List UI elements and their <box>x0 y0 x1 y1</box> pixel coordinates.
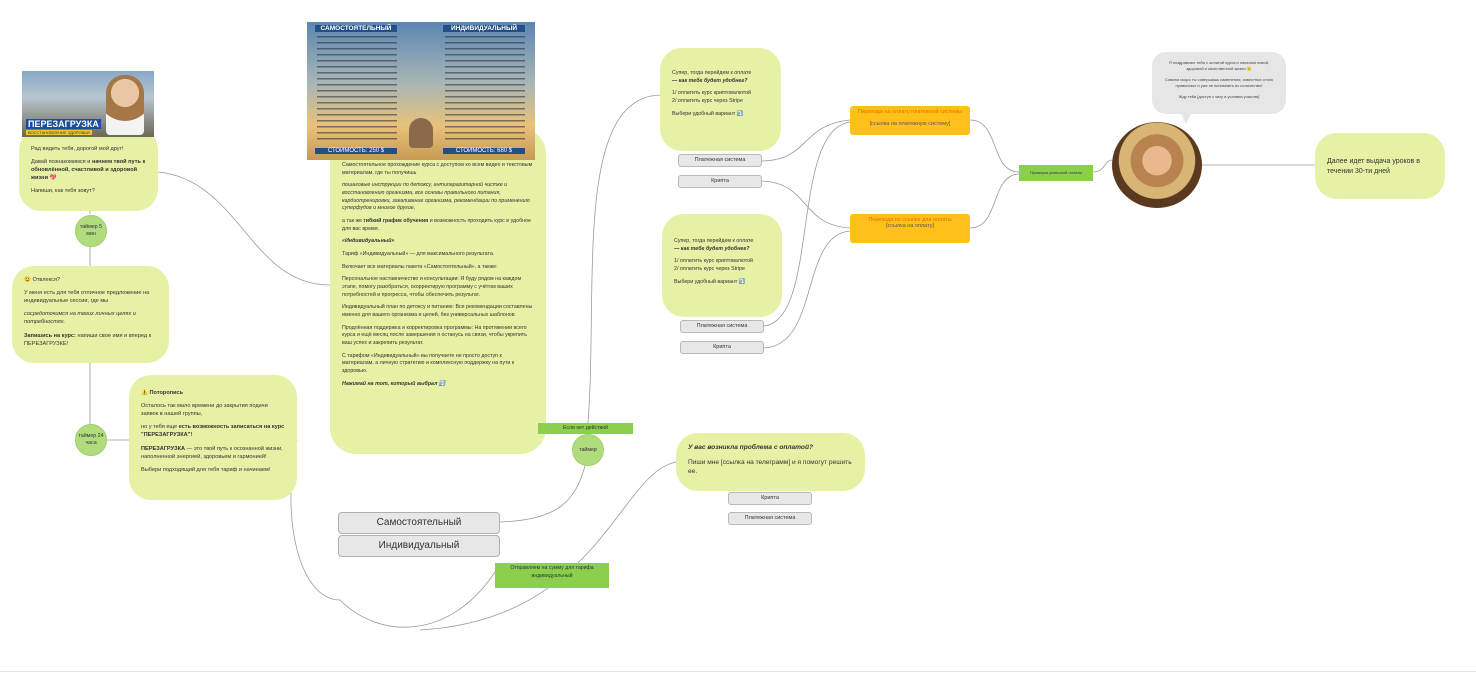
welcome-card: Рад видеть тебя, дорогой мой друг! Давай… <box>19 128 158 211</box>
congrats-p2: Совсем скоро ты совершишь изменения, изв… <box>1164 76 1274 89</box>
payment2-option1: 1/ оплатить курс криптовалютой <box>674 258 754 265</box>
hurry-title: ⚠️ Поторопись <box>141 390 184 396</box>
edge-pay2system-orange1 <box>763 121 851 327</box>
edge-check-avatar <box>1092 159 1113 173</box>
payment1-option1: 1/ оплатить курс криптовалютой <box>672 90 752 97</box>
tariffs-self-desc: Самостоятельное прохождение курса с дост… <box>342 162 533 176</box>
edge-orange1-check <box>969 119 1020 173</box>
hurry-p3: ПЕРЕЗАГРУЗКА — это твой путь к осознанно… <box>141 445 283 460</box>
payment1-system-button[interactable]: Платежная система <box>678 154 762 167</box>
problem-system-button[interactable]: Платежная система <box>728 512 812 525</box>
tariff-self-features <box>317 36 397 144</box>
timer-5-min: таймер 5 мин <box>75 215 107 247</box>
hurry-p2: но у тебя еще есть возможность записатьс… <box>141 424 285 439</box>
payment-system-link-title: Переходи на оплату платежной системы <box>858 109 962 115</box>
timer-mid: таймер <box>572 434 604 466</box>
offer-text: У меня есть для тебя отличное предложени… <box>24 290 150 305</box>
edge-self-timer <box>499 465 586 523</box>
payment2-option2: 2/ оплатить курс через Stripe <box>674 266 745 273</box>
edge-timer-pay1 <box>586 94 663 435</box>
tariffs-summary: С тарифом «Индивидуальный» вы получаете … <box>342 352 515 375</box>
edge-orange2-check <box>969 173 1020 229</box>
payment2-line2: — как тебе будет удобнее? <box>674 245 750 252</box>
payment-problem-card: У вас возникла проблема с оплатой? Пиши … <box>676 433 865 491</box>
welcome-greeting: Рад видеть тебя, дорогой мой друг! <box>31 146 124 152</box>
poster-person <box>106 75 144 135</box>
payment2-choose: Выбери удобный вариант ⤵️ <box>674 278 746 285</box>
tariffs-mentoring: Персональное наставничество и консультац… <box>342 276 522 298</box>
meditation-figure <box>409 118 433 148</box>
no-action-note: Если нет действий <box>538 423 633 434</box>
tariff-self-price: СТОИМОСТЬ: 250 $ <box>315 148 397 154</box>
payment-system-link-box[interactable]: Переходи на оплату платежной системы [сс… <box>850 106 970 135</box>
offer-signup: Запишись на курс: напиши свое имя и впер… <box>24 332 152 347</box>
edge-welcome-tariffs <box>157 171 331 286</box>
avatar <box>1112 122 1202 208</box>
payment-system-link[interactable]: [ссылка на платежную систему] <box>869 121 951 127</box>
individual-sum-note: Отправляем на сумму для тарифа индивидуа… <box>495 563 609 588</box>
individual-tariff-button[interactable]: Индивидуальный <box>338 535 500 557</box>
congrats-bubble: Я поздравляю тебя с оплатой курса и нача… <box>1152 52 1286 114</box>
tariffs-flex: а так же гибкий график обучения и возмож… <box>342 218 531 232</box>
tariffs-individual-intro: Тариф «Индивидуальный» — для максимально… <box>342 251 495 258</box>
crypto-link[interactable]: [ссылка на оплату] <box>886 223 934 229</box>
offer-distracted: 😉 Отвлекся? <box>24 277 61 283</box>
payment1-line1: Супер, тогда перейдем к оплате <box>672 70 752 76</box>
payment2-crypto-button[interactable]: Крипта <box>680 341 764 354</box>
payment1-option2: 2/ оплатить курс через Stripe <box>672 98 743 105</box>
payment1-choose: Выбери удобный вариант ⤵️ <box>672 110 744 117</box>
tariffs-support: Продлённая поддержка и корректировка про… <box>342 324 527 347</box>
edge-pay1system-orange1 <box>761 119 851 162</box>
tariffs-card: Самостоятельное прохождение курса с дост… <box>330 128 546 454</box>
edge-pay1crypto-orange2 <box>761 180 851 229</box>
bubble-tail <box>1180 112 1192 124</box>
edge-pay2crypto-orange2 <box>763 230 851 349</box>
self-tariff-button[interactable]: Самостоятельный <box>338 512 500 534</box>
crypto-link-title: Переходи по ссылке для оплаты <box>868 217 952 223</box>
offer-focus: сосредоточимся на твоих личных целях и п… <box>24 311 136 326</box>
final-text: Далее идет выдача уроков в течении 30-ти… <box>1327 158 1420 176</box>
tariffs-self-list: пошаговые инструкции по детоксу, антипар… <box>342 182 530 212</box>
payment2-line1: Супер, тогда перейдем к оплате <box>674 238 754 244</box>
payment2-system-button[interactable]: Платежная система <box>680 320 764 333</box>
problem-crypto-button[interactable]: Крипта <box>728 492 812 505</box>
welcome-question: Напиши, как тебя зовут? <box>31 188 95 195</box>
payment1-line2: — как тебе будет удобнее? <box>672 77 748 84</box>
tariffs-image: САМОСТОЯТЕЛЬНЫЙ ИНДИВИДУАЛЬНЫЙ СТОИМОСТЬ… <box>307 22 535 160</box>
edge-hurry-individual <box>290 439 341 601</box>
congrats-p1: Я поздравляю тебя с оплатой курса и нача… <box>1168 60 1270 72</box>
payment-check-note: Проверка успешной оплаты <box>1019 165 1093 181</box>
hurry-p1: Осталось так мало времени до закрытия по… <box>141 403 268 418</box>
tariff-individual-features <box>445 36 525 144</box>
welcome-poster-image: ПЕРЕЗАГРУЗКА ВОССТАНОВЛЕНИЕ ЗДОРОВЬЯ <box>22 71 154 137</box>
tariffs-individual-includes: Включает все материалы пакета «Самостоят… <box>342 263 498 270</box>
payment-card-2: Супер, тогда перейдем к оплате — как теб… <box>662 214 782 317</box>
edge-problem-loop <box>419 461 678 631</box>
tariffs-individual-heading: «Индивидуальный» <box>342 238 395 245</box>
poster-title: ПЕРЕЗАГРУЗКА <box>26 119 101 129</box>
final-card: Далее идет выдача уроков в течении 30-ти… <box>1315 133 1445 199</box>
bottom-divider <box>0 671 1476 672</box>
poster-subtitle: ВОССТАНОВЛЕНИЕ ЗДОРОВЬЯ <box>26 130 92 135</box>
tariff-individual-price: СТОИМОСТЬ: 680 $ <box>443 148 525 154</box>
problem-body: Пиши мне [ссылка на телеграмм] и я помог… <box>688 458 852 476</box>
payment1-crypto-button[interactable]: Крипта <box>678 175 762 188</box>
payment-card-1: Супер, тогда перейдем к оплате — как теб… <box>660 48 781 151</box>
problem-title: У вас возникла проблема с оплатой? <box>688 444 814 451</box>
tariff-self-title: САМОСТОЯТЕЛЬНЫЙ <box>315 25 397 32</box>
tariffs-plan: Индивидуальный план по детоксу и питанию… <box>342 304 533 319</box>
hurry-p4: Выбери подходящий для тебя тариф и начин… <box>141 466 271 473</box>
tariff-individual-title: ИНДИВИДУАЛЬНЫЙ <box>443 25 525 32</box>
congrats-p3: Жду тебя [доступ к чату и условия участи… <box>1178 93 1260 99</box>
timer-24-hours: таймер 24 часа <box>75 424 107 456</box>
tariffs-call-to-action: Нажимай на тот, который выбрал ⤵️ <box>342 380 446 387</box>
edge-bottom-loop <box>339 571 496 628</box>
offer-card: 😉 Отвлекся? У меня есть для тебя отлично… <box>12 266 169 363</box>
hurry-card: ⚠️ Поторопись Осталось так мало времени … <box>129 375 297 500</box>
welcome-intro: Давай познакомимся и начнем твой путь к … <box>31 159 146 182</box>
crypto-link-box[interactable]: Переходи по ссылке для оплаты [ссылка на… <box>850 214 970 243</box>
